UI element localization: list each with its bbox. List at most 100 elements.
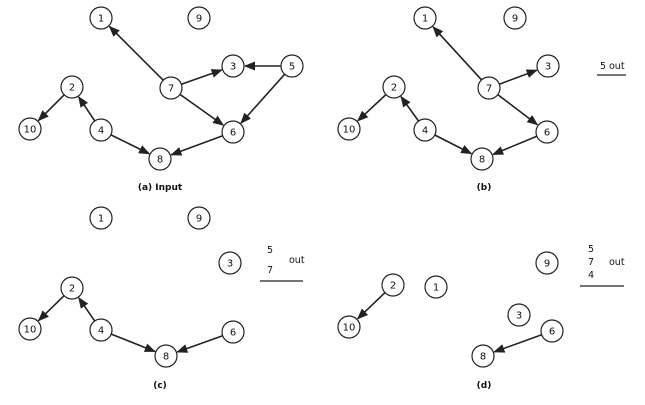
node-label: 6 bbox=[544, 128, 550, 139]
caption-panel-c: (c) bbox=[153, 381, 167, 391]
node-label: 6 bbox=[549, 327, 555, 338]
edge-a-6-to-8 bbox=[170, 135, 223, 156]
out-item-c-0: 5 bbox=[267, 245, 273, 256]
node-label: 7 bbox=[486, 84, 492, 95]
node-label: 8 bbox=[480, 352, 486, 363]
node-circle bbox=[337, 315, 361, 339]
out-item-b-0: 5 bbox=[600, 61, 606, 72]
node-c-9: 9 bbox=[187, 206, 211, 230]
node-circle bbox=[187, 6, 211, 30]
node-circle bbox=[280, 54, 304, 78]
node-d-1: 1 bbox=[424, 275, 448, 299]
edge-d-2-to-10 bbox=[356, 292, 386, 320]
node-label: 7 bbox=[168, 84, 174, 95]
edge-b-7-to-6 bbox=[497, 93, 539, 126]
edge-b-7-to-3 bbox=[499, 69, 538, 85]
node-label: 9 bbox=[544, 259, 550, 270]
node-label: 10 bbox=[343, 323, 356, 334]
node-c-10: 10 bbox=[18, 317, 42, 341]
node-a-6: 6 bbox=[221, 120, 245, 144]
edge-d-6-to-8 bbox=[493, 333, 542, 353]
edge-a-7-to-1 bbox=[108, 25, 164, 81]
edge-b-2-to-10 bbox=[356, 93, 387, 122]
captions-layer: (a) Input (b) (c) (d) bbox=[138, 183, 492, 391]
edges-layer bbox=[37, 25, 542, 353]
node-b-6: 6 bbox=[535, 120, 559, 144]
node-d-9: 9 bbox=[535, 251, 559, 275]
node-c-4: 4 bbox=[89, 318, 113, 342]
out-label-c: out bbox=[289, 255, 305, 266]
node-a-4: 4 bbox=[89, 118, 113, 142]
node-label: 1 bbox=[98, 214, 104, 225]
node-label: 1 bbox=[433, 283, 439, 294]
node-d-3: 3 bbox=[507, 303, 531, 327]
node-c-1: 1 bbox=[89, 206, 113, 230]
node-label: 4 bbox=[98, 126, 104, 137]
edge-a-7-to-3 bbox=[181, 69, 223, 86]
node-b-7: 7 bbox=[477, 76, 501, 100]
out-label-b: out bbox=[609, 61, 625, 72]
node-circle bbox=[382, 75, 406, 99]
node-b-8: 8 bbox=[470, 147, 494, 171]
node-circle bbox=[18, 117, 42, 141]
node-circle bbox=[89, 118, 113, 142]
node-label: 1 bbox=[98, 14, 104, 25]
node-label: 3 bbox=[227, 259, 233, 270]
node-circle bbox=[18, 317, 42, 341]
node-c-3: 3 bbox=[218, 251, 242, 275]
node-label: 8 bbox=[157, 155, 163, 166]
node-circle bbox=[535, 251, 559, 275]
edge-b-6-to-8 bbox=[492, 135, 538, 156]
out-lists-layer: 5 out 5 7 out 5 7 4 out bbox=[260, 61, 626, 287]
node-label: 8 bbox=[479, 155, 485, 166]
out-item-c-1: 7 bbox=[267, 265, 273, 276]
node-c-8: 8 bbox=[154, 344, 178, 368]
edge-c-4-to-8 bbox=[110, 333, 156, 353]
node-circle bbox=[413, 6, 437, 30]
node-b-1: 1 bbox=[413, 6, 437, 30]
node-a-1: 1 bbox=[89, 6, 113, 30]
node-b-10: 10 bbox=[337, 117, 361, 141]
node-label: 9 bbox=[512, 14, 518, 25]
node-label: 10 bbox=[343, 125, 356, 136]
node-circle bbox=[89, 206, 113, 230]
node-circle bbox=[503, 6, 527, 30]
node-circle bbox=[535, 120, 559, 144]
node-circle bbox=[221, 320, 245, 344]
node-label: 9 bbox=[196, 214, 202, 225]
caption-panel-a: (a) Input bbox=[138, 183, 183, 193]
node-circle bbox=[540, 319, 564, 343]
node-d-6: 6 bbox=[540, 319, 564, 343]
node-label: 4 bbox=[98, 326, 104, 337]
node-circle bbox=[60, 276, 84, 300]
node-circle bbox=[60, 75, 84, 99]
node-a-7: 7 bbox=[159, 76, 183, 100]
node-label: 2 bbox=[69, 284, 75, 295]
out-item-d-1: 7 bbox=[588, 257, 594, 268]
edge-c-4-to-2 bbox=[78, 296, 96, 322]
node-a-9: 9 bbox=[187, 6, 211, 30]
node-circle bbox=[187, 206, 211, 230]
node-a-10: 10 bbox=[18, 117, 42, 141]
node-label: 3 bbox=[516, 311, 522, 322]
node-circle bbox=[507, 303, 531, 327]
node-circle bbox=[424, 275, 448, 299]
node-circle bbox=[159, 76, 183, 100]
caption-panel-d: (d) bbox=[477, 381, 492, 391]
node-label: 10 bbox=[24, 125, 37, 136]
node-c-2: 2 bbox=[60, 276, 84, 300]
node-a-2: 2 bbox=[60, 75, 84, 99]
node-circle bbox=[89, 6, 113, 30]
node-label: 2 bbox=[390, 281, 396, 292]
edge-a-4-to-2 bbox=[78, 95, 96, 122]
node-circle bbox=[221, 54, 245, 78]
node-d-10: 10 bbox=[337, 315, 361, 339]
node-b-2: 2 bbox=[382, 75, 406, 99]
node-label: 6 bbox=[230, 128, 236, 139]
node-circle bbox=[477, 76, 501, 100]
node-b-9: 9 bbox=[503, 6, 527, 30]
node-label: 3 bbox=[545, 62, 551, 73]
